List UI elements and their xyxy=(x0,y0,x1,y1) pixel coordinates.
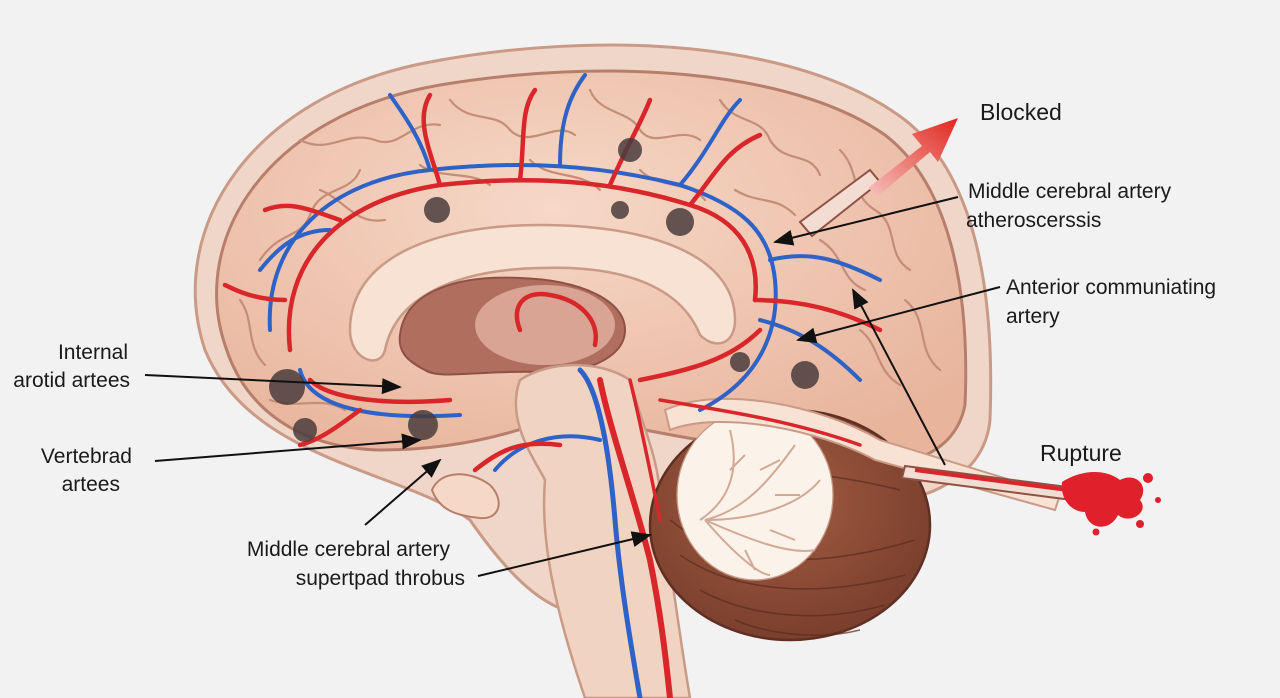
leader-mca-thrombus-up xyxy=(364,458,442,526)
arbor-vitae-branches xyxy=(699,429,821,576)
leader-vertebral xyxy=(154,433,422,462)
label-anterior-communicating-line2: artery xyxy=(1006,305,1060,328)
leader-mca-thrombus xyxy=(477,531,652,577)
leader-lines xyxy=(144,196,1001,577)
label-anterior-communicating-line1: Anterior communiating xyxy=(1006,276,1216,299)
leader-anterior-communicating xyxy=(796,286,1001,344)
rupture-vessel-blood xyxy=(914,468,1069,492)
rupture-splash-icon xyxy=(1061,471,1161,536)
pituitary xyxy=(430,473,500,520)
leader-internal-carotid xyxy=(144,374,402,395)
label-mca-atherosclerosis-line1: Middle cerebral artery xyxy=(968,180,1172,203)
corpus-callosum xyxy=(348,223,737,362)
plaque-deposits xyxy=(269,138,819,442)
label-mca-atherosclerosis-line2: atheroscerssis xyxy=(966,209,1101,232)
label-rupture: Rupture xyxy=(1040,440,1122,466)
label-internal-carotid-line2: arotid artees xyxy=(13,369,130,392)
label-mca-thrombus-line1: Middle cerebral artery xyxy=(247,538,451,561)
leader-rupture xyxy=(852,288,946,466)
leader-mca-atherosclerosis xyxy=(773,196,959,246)
label-vertebral-line1: Vertebrad xyxy=(41,445,132,468)
cortex-gyri xyxy=(238,88,942,412)
label-mca-thrombus-line2: supertpad throbus xyxy=(296,567,465,590)
label-vertebral-line2: artees xyxy=(62,473,120,496)
label-blocked: Blocked xyxy=(980,99,1062,125)
blocked-arrow-icon xyxy=(868,118,958,196)
label-internal-carotid-line1: Internal xyxy=(58,341,128,364)
arterial-network xyxy=(222,87,883,698)
